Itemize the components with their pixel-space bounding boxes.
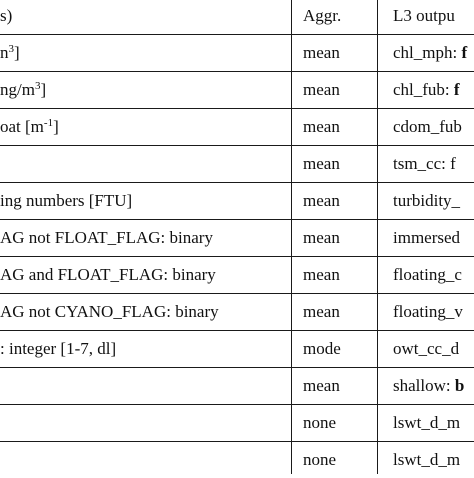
cell-l3-output: lswt_d_m [393,413,461,432]
cell-variable: oat [m-1] [0,117,59,136]
table-row: mean shallow: b [0,367,474,404]
cell-l3-output: tsm_cc: f [393,154,456,173]
table-row: ing numbers [FTU] mean turbidity_ [0,182,474,219]
cell-aggregation: none [303,413,337,432]
cell-variable [0,367,290,404]
header-cell-l3-output: L3 outpu [393,6,455,25]
cell-variable: ng/m3] [0,80,47,99]
table-row: n3] mean chl_mph: f [0,34,474,71]
cell-l3-output: turbidity_ [393,191,461,210]
table-row: ng/m3] mean chl_fub: f [0,71,474,108]
table-header-row: s) Aggr. L3 outpu [0,0,474,34]
cell-aggregation: mean [303,302,340,321]
row-divider [0,71,474,72]
cell-aggregation: mean [303,376,340,395]
cell-aggregation: mean [303,228,340,247]
row-divider [0,34,474,35]
cell-l3-output: immersed [393,228,461,247]
row-divider [0,330,474,331]
row-divider [0,256,474,257]
row-divider [0,367,474,368]
cell-aggregation: mean [303,80,340,99]
cell-variable [0,404,290,441]
cell-variable: AG not FLOAT_FLAG: binary [0,228,213,247]
row-divider [0,219,474,220]
table-row: AG not FLOAT_FLAG: binary mean immersed [0,219,474,256]
cell-aggregation: none [303,450,337,469]
row-divider [0,182,474,183]
cell-variable: ing numbers [FTU] [0,191,133,210]
cell-l3-output: shallow: b [393,376,465,395]
row-divider [0,293,474,294]
header-cell-aggregation: Aggr. [303,6,342,25]
table-row: none lswt_d_m [0,441,474,478]
cell-l3-output: cdom_fub [393,117,462,136]
cell-l3-output: owt_cc_d [393,339,460,358]
header-cell-variable: s) [0,6,13,25]
cell-l3-output: floating_c [393,265,462,284]
cell-variable: : integer [1-7, dl] [0,339,117,358]
row-divider [0,404,474,405]
cell-aggregation: mean [303,265,340,284]
table-row: : integer [1-7, dl] mode owt_cc_d [0,330,474,367]
cell-l3-output: lswt_d_m [393,450,461,469]
cell-aggregation: mean [303,117,340,136]
cell-aggregation: mean [303,191,340,210]
table-row: oat [m-1] mean cdom_fub [0,108,474,145]
cell-l3-output: floating_v [393,302,463,321]
cell-aggregation: mean [303,43,340,62]
table-row: AG not CYANO_FLAG: binary mean floating_… [0,293,474,330]
column-divider [377,0,378,474]
table-row: none lswt_d_m [0,404,474,441]
table-row: AG and FLOAT_FLAG: binary mean floating_… [0,256,474,293]
row-divider [0,145,474,146]
cell-l3-output: chl_mph: f [393,43,468,62]
cell-variable [0,145,290,182]
row-divider [0,108,474,109]
cell-variable: AG and FLOAT_FLAG: binary [0,265,216,284]
cell-l3-output: chl_fub: f [393,80,460,99]
cell-variable: n3] [0,43,20,62]
cell-variable [0,441,290,478]
row-divider [0,441,474,442]
table-row: mean tsm_cc: f [0,145,474,182]
cell-aggregation: mean [303,154,340,173]
cell-variable: AG not CYANO_FLAG: binary [0,302,219,321]
cell-aggregation: mode [303,339,341,358]
column-divider [291,0,292,474]
